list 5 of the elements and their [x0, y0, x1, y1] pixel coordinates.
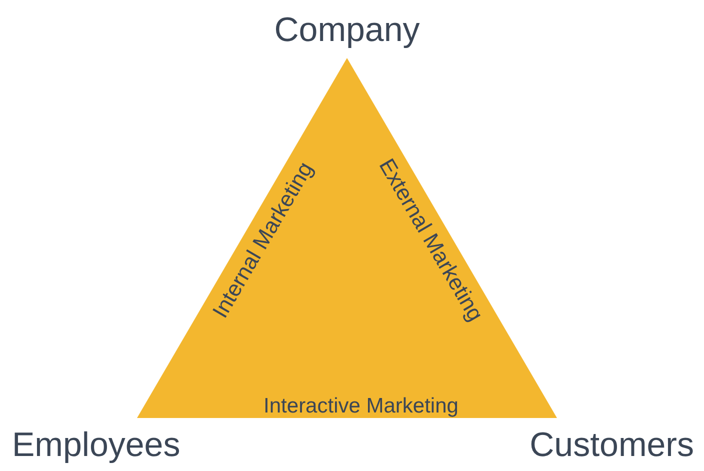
corner-label: Customers: [530, 428, 694, 462]
side-label: Interactive Marketing: [264, 396, 458, 416]
corner-label: Company: [274, 13, 420, 47]
corner-label: Employees: [12, 428, 180, 462]
triangle: [137, 58, 557, 418]
